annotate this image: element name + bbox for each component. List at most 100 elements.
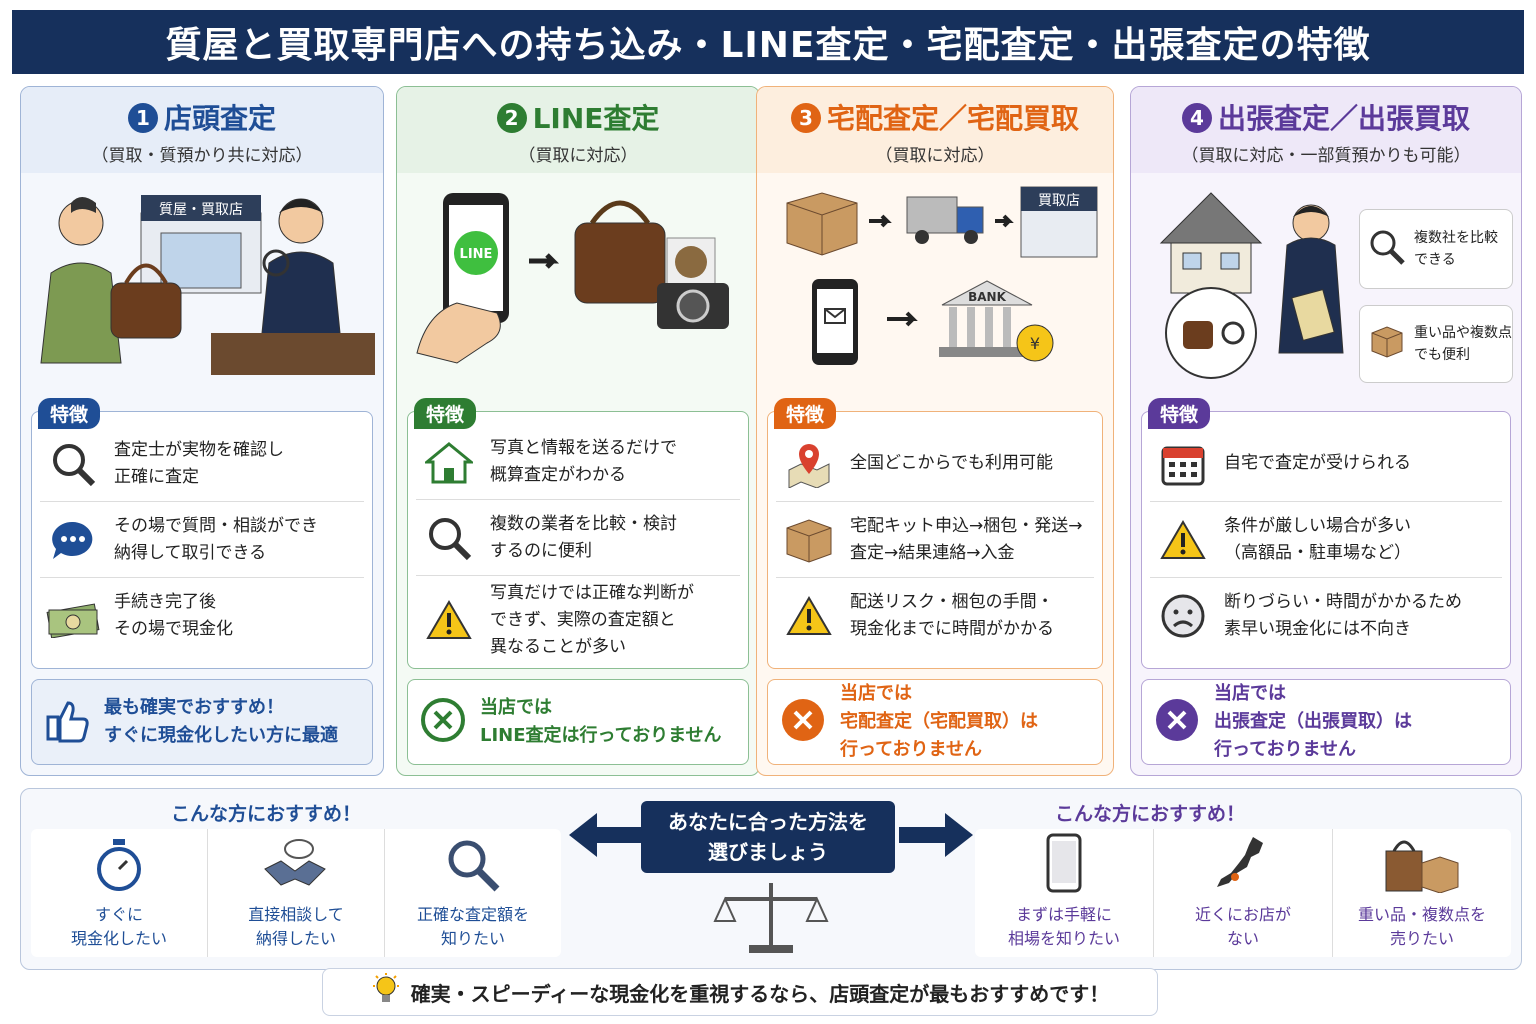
magnifier-icon [1368, 228, 1406, 270]
feature-row: その場で質問・相談ができ 納得して取引できる [40, 502, 364, 578]
rec-text: 直接相談して 納得したい [248, 905, 344, 948]
store-sign: 質屋・買取店 [159, 202, 243, 218]
column-subtitle: （買取に対応） [518, 146, 638, 166]
feature-text: 複数の業者を比較・検討 するのに便利 [490, 513, 677, 561]
feature-row: 手続き完了後 その場で現金化 [40, 578, 364, 654]
right-rec-title: こんな方におすすめ！ [1055, 803, 1246, 825]
feature-text: その場で質問・相談ができ 納得して取引できる [114, 515, 318, 563]
features-tag: 特徴 [414, 398, 477, 429]
feature-text: 査定士が実物を確認し 正確に査定 [114, 439, 284, 487]
side-note-text: 重い品や複数点 でも便利 [1414, 325, 1512, 363]
rec-item: 重い品・複数点を 売りたい [1333, 829, 1511, 957]
feature-text: 宅配キット申込→梱包・発送→ 査定→結果連絡→入金 [850, 515, 1083, 563]
svg-text:¥: ¥ [1030, 334, 1040, 353]
feature-text: 手続き完了後 その場で現金化 [114, 592, 233, 639]
feature-row: 査定士が実物を確認し 正確に査定 [40, 426, 364, 502]
column-title: 店頭査定 [163, 102, 276, 135]
rec-text: 重い品・複数点を 売りたい [1357, 905, 1486, 948]
not-offered-note: 当店では LINE査定は行っておりません [407, 679, 749, 765]
box-icon [1368, 323, 1406, 365]
side-note-heavy: 重い品や複数点 でも便利 [1359, 305, 1513, 383]
feature-text: 写真だけでは正確な判断が できず、実際の査定額と 異なることが多い [490, 582, 694, 657]
warning-icon [776, 594, 842, 638]
column-title: 出張査定／出張買取 [1217, 102, 1470, 135]
feature-text: 写真と情報を送るだけで 概算査定がわかる [490, 437, 677, 485]
stopwatch-icon [93, 837, 145, 897]
arrow-right-icon [899, 813, 973, 857]
chat-bubble-icon [40, 516, 106, 564]
choose-method-box: あなたに合った方法を 選びましょう [641, 801, 895, 873]
line-illustration: LINE [407, 183, 749, 383]
store-sign: 買取店 [1038, 193, 1080, 209]
lightbulb-icon [371, 972, 401, 1012]
house-icon [416, 440, 482, 484]
bags-boxes-icon [1382, 833, 1462, 897]
smartphone-icon [1042, 833, 1086, 897]
map-pin-icon [776, 440, 842, 488]
rec-text: まずは手軽に 相場を知りたい [1007, 905, 1120, 948]
feature-row: 宅配キット申込→梱包・発送→ 査定→結果連絡→入金 [776, 502, 1094, 578]
calendar-icon [1150, 440, 1216, 488]
features-box: 特徴 査定士が実物を確認し 正確に査定 その場で質問・相談ができ 納得して取引で… [31, 398, 373, 669]
sad-face-icon [1150, 592, 1216, 640]
features-tag: 特徴 [1148, 398, 1211, 429]
rec-item: 近くにお店が ない [1154, 829, 1333, 957]
recommendation-section: こんな方におすすめ！ すぐに 現金化したい 直接相談して 納得したい 正確な査定… [20, 788, 1522, 970]
magnifier-icon [40, 440, 106, 488]
column-title: LINE査定 [532, 102, 660, 135]
left-rec-title: こんな方におすすめ！ [171, 803, 362, 825]
feature-text: 配送リスク・梱包の手間・ 現金化までに時間がかかる [850, 592, 1054, 639]
x-circle-icon [420, 697, 466, 747]
feature-row: 写真と情報を送るだけで 概算査定がわかる [416, 424, 740, 500]
feature-text: 断りづらい・時間がかかるため 素早い現金化には不向き [1224, 592, 1462, 639]
tip-text: 確実・スピーディーな現金化を重視するなら、店頭査定が最もおすすめです！ [410, 981, 1110, 1006]
features-tag: 特徴 [774, 398, 837, 429]
number-badge: 3 [790, 103, 821, 133]
features-tag: 特徴 [38, 398, 101, 429]
feature-row: 全国どこからでも利用可能 [776, 426, 1094, 502]
thumbs-up-icon [44, 697, 90, 747]
feature-row: 自宅で査定が受けられる [1150, 426, 1502, 502]
scale-icon [713, 883, 829, 953]
arrow-left-icon [569, 813, 643, 857]
feature-text: 条件が厳しい場合が多い （高額品・駐車場など） [1224, 515, 1411, 563]
cash-icon [40, 594, 106, 638]
line-logo: LINE [460, 247, 493, 262]
magnifier-icon [416, 514, 482, 562]
column-title: 宅配査定／宅配買取 [826, 102, 1079, 135]
magnifier-icon [445, 837, 501, 897]
note-text: 当店では 宅配査定（宅配買取）は 行っておりません [840, 683, 1038, 760]
rec-item: まずは手軽に 相場を知りたい [975, 829, 1154, 957]
not-offered-note: 当店では 宅配査定（宅配買取）は 行っておりません [767, 679, 1103, 765]
note-text: 最も確実でおすすめ！ すぐに現金化したい方に最適 [104, 697, 338, 746]
right-rec-box: まずは手軽に 相場を知りたい 近くにお店が ない 重い品・複数点を 売りたい [975, 829, 1511, 957]
features-box: 特徴 全国どこからでも利用可能 宅配キット申込→梱包・発送→ 査定→結果連絡→入… [767, 398, 1103, 669]
side-note-compare: 複数社を比較 できる [1359, 209, 1513, 289]
column-subtitle: （買取・質預かり共に対応） [91, 146, 313, 166]
feature-row: 写真だけでは正確な判断が できず、実際の査定額と 異なることが多い [416, 576, 740, 664]
summary-tip: 確実・スピーディーな現金化を重視するなら、店頭査定が最もおすすめです！ [322, 968, 1158, 1016]
feature-row: 断りづらい・時間がかかるため 素早い現金化には不向き [1150, 578, 1502, 654]
delivery-illustration: 買取店 BANK ¥ [767, 183, 1103, 383]
x-circle-icon [780, 697, 826, 747]
features-box: 特徴 写真と情報を送るだけで 概算査定がわかる 複数の業者を比較・検討 するのに… [407, 398, 749, 669]
feature-row: 条件が厳しい場合が多い （高額品・駐車場など） [1150, 502, 1502, 578]
page-title: 質屋と買取専門店への持ち込み・LINE査定・宅配査定・出張査定の特徴 [12, 10, 1524, 74]
feature-row: 複数の業者を比較・検討 するのに便利 [416, 500, 740, 576]
note-text: 当店では LINE査定は行っておりません [480, 697, 722, 746]
bank-sign: BANK [968, 290, 1006, 304]
warning-icon [1150, 518, 1216, 562]
number-badge: 1 [127, 103, 158, 133]
features-box: 特徴 自宅で査定が受けられる 条件が厳しい場合が多い （高額品・駐車場など） 断… [1141, 398, 1511, 669]
feature-text: 全国どこからでも利用可能 [850, 453, 1053, 473]
column-subtitle: （買取に対応・一部質預かりも可能） [1181, 146, 1471, 166]
japan-map-icon [1213, 833, 1273, 897]
